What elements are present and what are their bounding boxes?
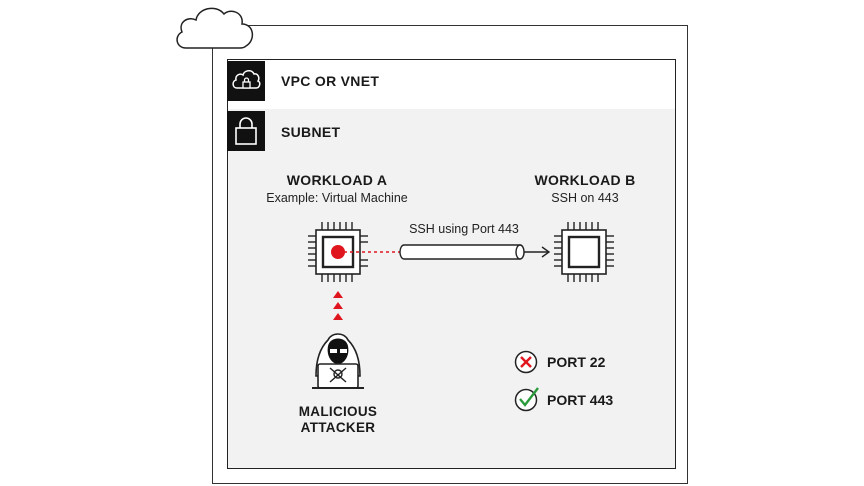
workload-a-title: WORKLOAD A [286, 172, 388, 188]
x-circle-icon [514, 350, 538, 374]
cloud-lock-icon [227, 61, 265, 101]
workload-b-title: WORKLOAD B [534, 172, 636, 188]
port-443-label: PORT 443 [547, 392, 614, 408]
attacker-label-line2: ATTACKER [300, 420, 376, 435]
padlock-icon [227, 111, 265, 151]
connection-label: SSH using Port 443 [409, 222, 519, 236]
workload-a-subtitle: Example: Virtual Machine [266, 191, 408, 205]
vpc-label: VPC OR VNET [281, 73, 380, 89]
workload-b-subtitle: SSH on 443 [551, 191, 619, 205]
subnet-container [227, 109, 676, 469]
attack-arrows [333, 291, 343, 320]
cloud-icon [176, 7, 254, 49]
cpu-chip-icon [554, 222, 614, 282]
check-circle-icon [514, 387, 539, 412]
port-22-label: PORT 22 [547, 354, 606, 370]
compromise-path [338, 251, 402, 253]
attacker-label-line1: MALICIOUS [298, 404, 378, 419]
subnet-label: SUBNET [281, 124, 341, 140]
ssh-tunnel [399, 244, 551, 260]
hooded-hacker-icon [312, 333, 364, 389]
